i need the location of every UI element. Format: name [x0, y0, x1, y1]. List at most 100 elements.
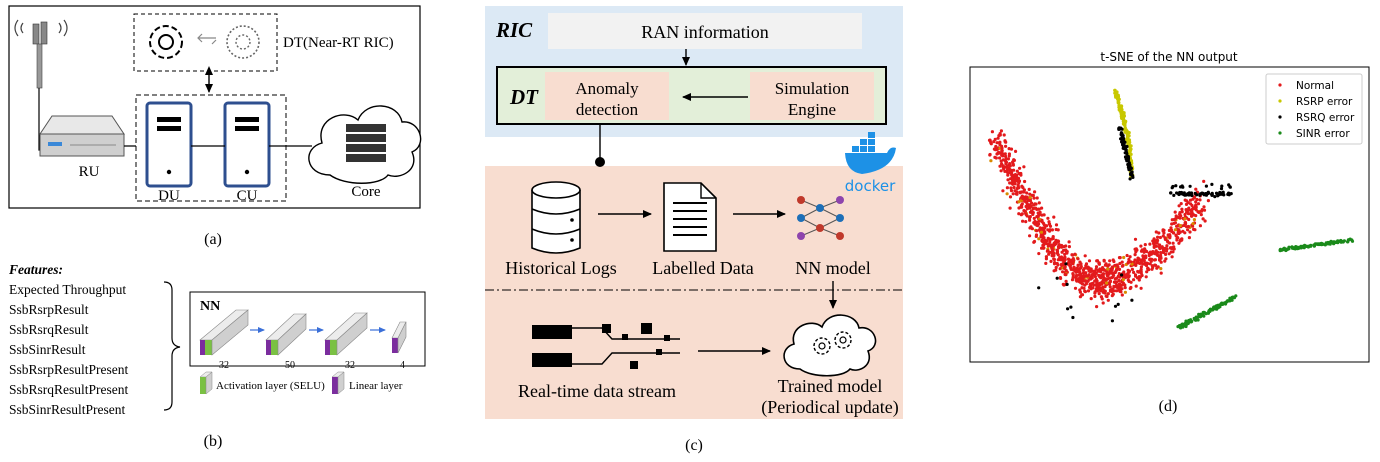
scatter-point	[1146, 267, 1150, 271]
scatter-point	[1077, 273, 1081, 277]
layer-size-label: 32	[345, 360, 355, 371]
scatter-point	[1161, 250, 1165, 255]
scatter-point	[1139, 265, 1143, 269]
scatter-point	[1145, 249, 1149, 254]
scatter-point	[1144, 275, 1148, 279]
scatter-point	[1017, 212, 1021, 216]
nn-title: NN	[200, 299, 220, 314]
scatter-point	[1189, 319, 1193, 323]
legend-label-rsrq: RSRQ error	[1296, 112, 1355, 124]
scatter-point	[1060, 256, 1064, 260]
scatter-point	[1060, 243, 1064, 248]
scatter-point	[1120, 264, 1124, 268]
scatter-point	[1110, 287, 1114, 291]
scatter-point	[992, 140, 996, 144]
scatter-point	[1121, 113, 1125, 118]
scatter-point	[1055, 248, 1059, 252]
scatter-point	[1039, 230, 1044, 234]
scatter-point	[1145, 270, 1149, 274]
scatter-point	[1106, 267, 1110, 271]
scatter-point	[1077, 280, 1082, 284]
scatter-point	[1081, 268, 1085, 272]
scatter-point	[1089, 297, 1093, 301]
legend-label-normal: Normal	[1296, 80, 1334, 92]
scatter-point	[1040, 220, 1044, 224]
scatter-point	[1084, 262, 1089, 266]
layer-size-label: 50	[285, 360, 295, 371]
scatter-point	[1071, 315, 1075, 320]
scatter-point	[1034, 206, 1038, 210]
scatter-point	[1118, 287, 1123, 291]
scatter-point	[1011, 162, 1015, 166]
scatter-point	[1028, 216, 1032, 220]
scatter-point	[1122, 255, 1126, 260]
scatter-point	[1164, 252, 1168, 256]
scatter-point	[1182, 191, 1186, 195]
scatter-point	[1127, 275, 1131, 279]
scatter-point	[1103, 285, 1107, 289]
scatter-point	[1043, 231, 1047, 235]
scatter-point	[1111, 271, 1115, 275]
scatter-point	[1006, 178, 1010, 182]
scatter-point	[1024, 212, 1028, 216]
scatter-point	[1094, 265, 1099, 269]
layer-size-label: 4	[400, 360, 405, 371]
scatter-point	[1083, 254, 1087, 258]
scatter-point	[1133, 253, 1137, 257]
scatter-point	[1071, 272, 1075, 276]
scatter-point	[1032, 203, 1036, 207]
scatter-point	[1111, 292, 1115, 296]
scatter-point	[1031, 193, 1035, 197]
features-title: Features:	[8, 262, 63, 277]
scatter-point	[1198, 224, 1202, 228]
scatter-point	[1182, 223, 1186, 228]
scatter-point	[1065, 282, 1069, 286]
scatter-point	[1170, 255, 1174, 259]
scatter-point	[1204, 184, 1208, 188]
scatter-point	[1128, 149, 1132, 153]
scatter-point	[1126, 130, 1130, 134]
scatter-point	[1120, 108, 1124, 112]
scatter-point	[1052, 215, 1056, 219]
scatter-point	[1044, 255, 1048, 259]
scatter-point	[1008, 195, 1013, 199]
scatter-point	[1036, 223, 1040, 228]
scatter-point	[1001, 165, 1005, 169]
legend-label-sinr: SINR error	[1296, 128, 1350, 140]
scatter-point	[1115, 280, 1119, 284]
ran-information-box	[548, 13, 862, 49]
scatter-point	[1117, 278, 1121, 283]
scatter-point	[1223, 302, 1228, 306]
scatter-point	[1004, 160, 1009, 164]
scatter-point	[1149, 252, 1153, 256]
scatter-point	[1089, 268, 1093, 272]
scatter-point	[1056, 245, 1061, 249]
tsne-legend	[1265, 73, 1363, 145]
scatter-point	[1294, 246, 1299, 250]
scatter-point	[1052, 244, 1056, 248]
scatter-point	[1120, 273, 1124, 277]
scatter-point	[1106, 298, 1110, 302]
scatter-point	[1177, 228, 1181, 232]
scatter-point	[1060, 250, 1064, 254]
scatter-point	[1169, 191, 1173, 195]
scatter-point	[1013, 189, 1017, 193]
scatter-point	[1094, 287, 1098, 291]
scatter-point	[1009, 186, 1013, 190]
caption-d: (d)	[1159, 398, 1178, 415]
feature-item: Expected Throughput	[9, 282, 126, 297]
scatter-point	[1341, 239, 1345, 243]
scatter-point	[1013, 182, 1017, 186]
panel-d: t-SNE of the NN output Normal RSRP error…	[969, 50, 1370, 415]
scatter-point	[1049, 244, 1053, 248]
scatter-point	[1099, 276, 1103, 280]
scatter-point	[1056, 258, 1060, 262]
scatter-point	[1026, 198, 1030, 203]
scatter-point	[1154, 230, 1158, 234]
scatter-point	[1320, 243, 1324, 247]
scatter-point	[1018, 166, 1022, 170]
scatter-point	[1174, 214, 1178, 218]
scatter-point	[1108, 289, 1112, 293]
realtime-stream-label: Real-time data stream	[518, 381, 676, 401]
scatter-point	[1228, 299, 1232, 303]
